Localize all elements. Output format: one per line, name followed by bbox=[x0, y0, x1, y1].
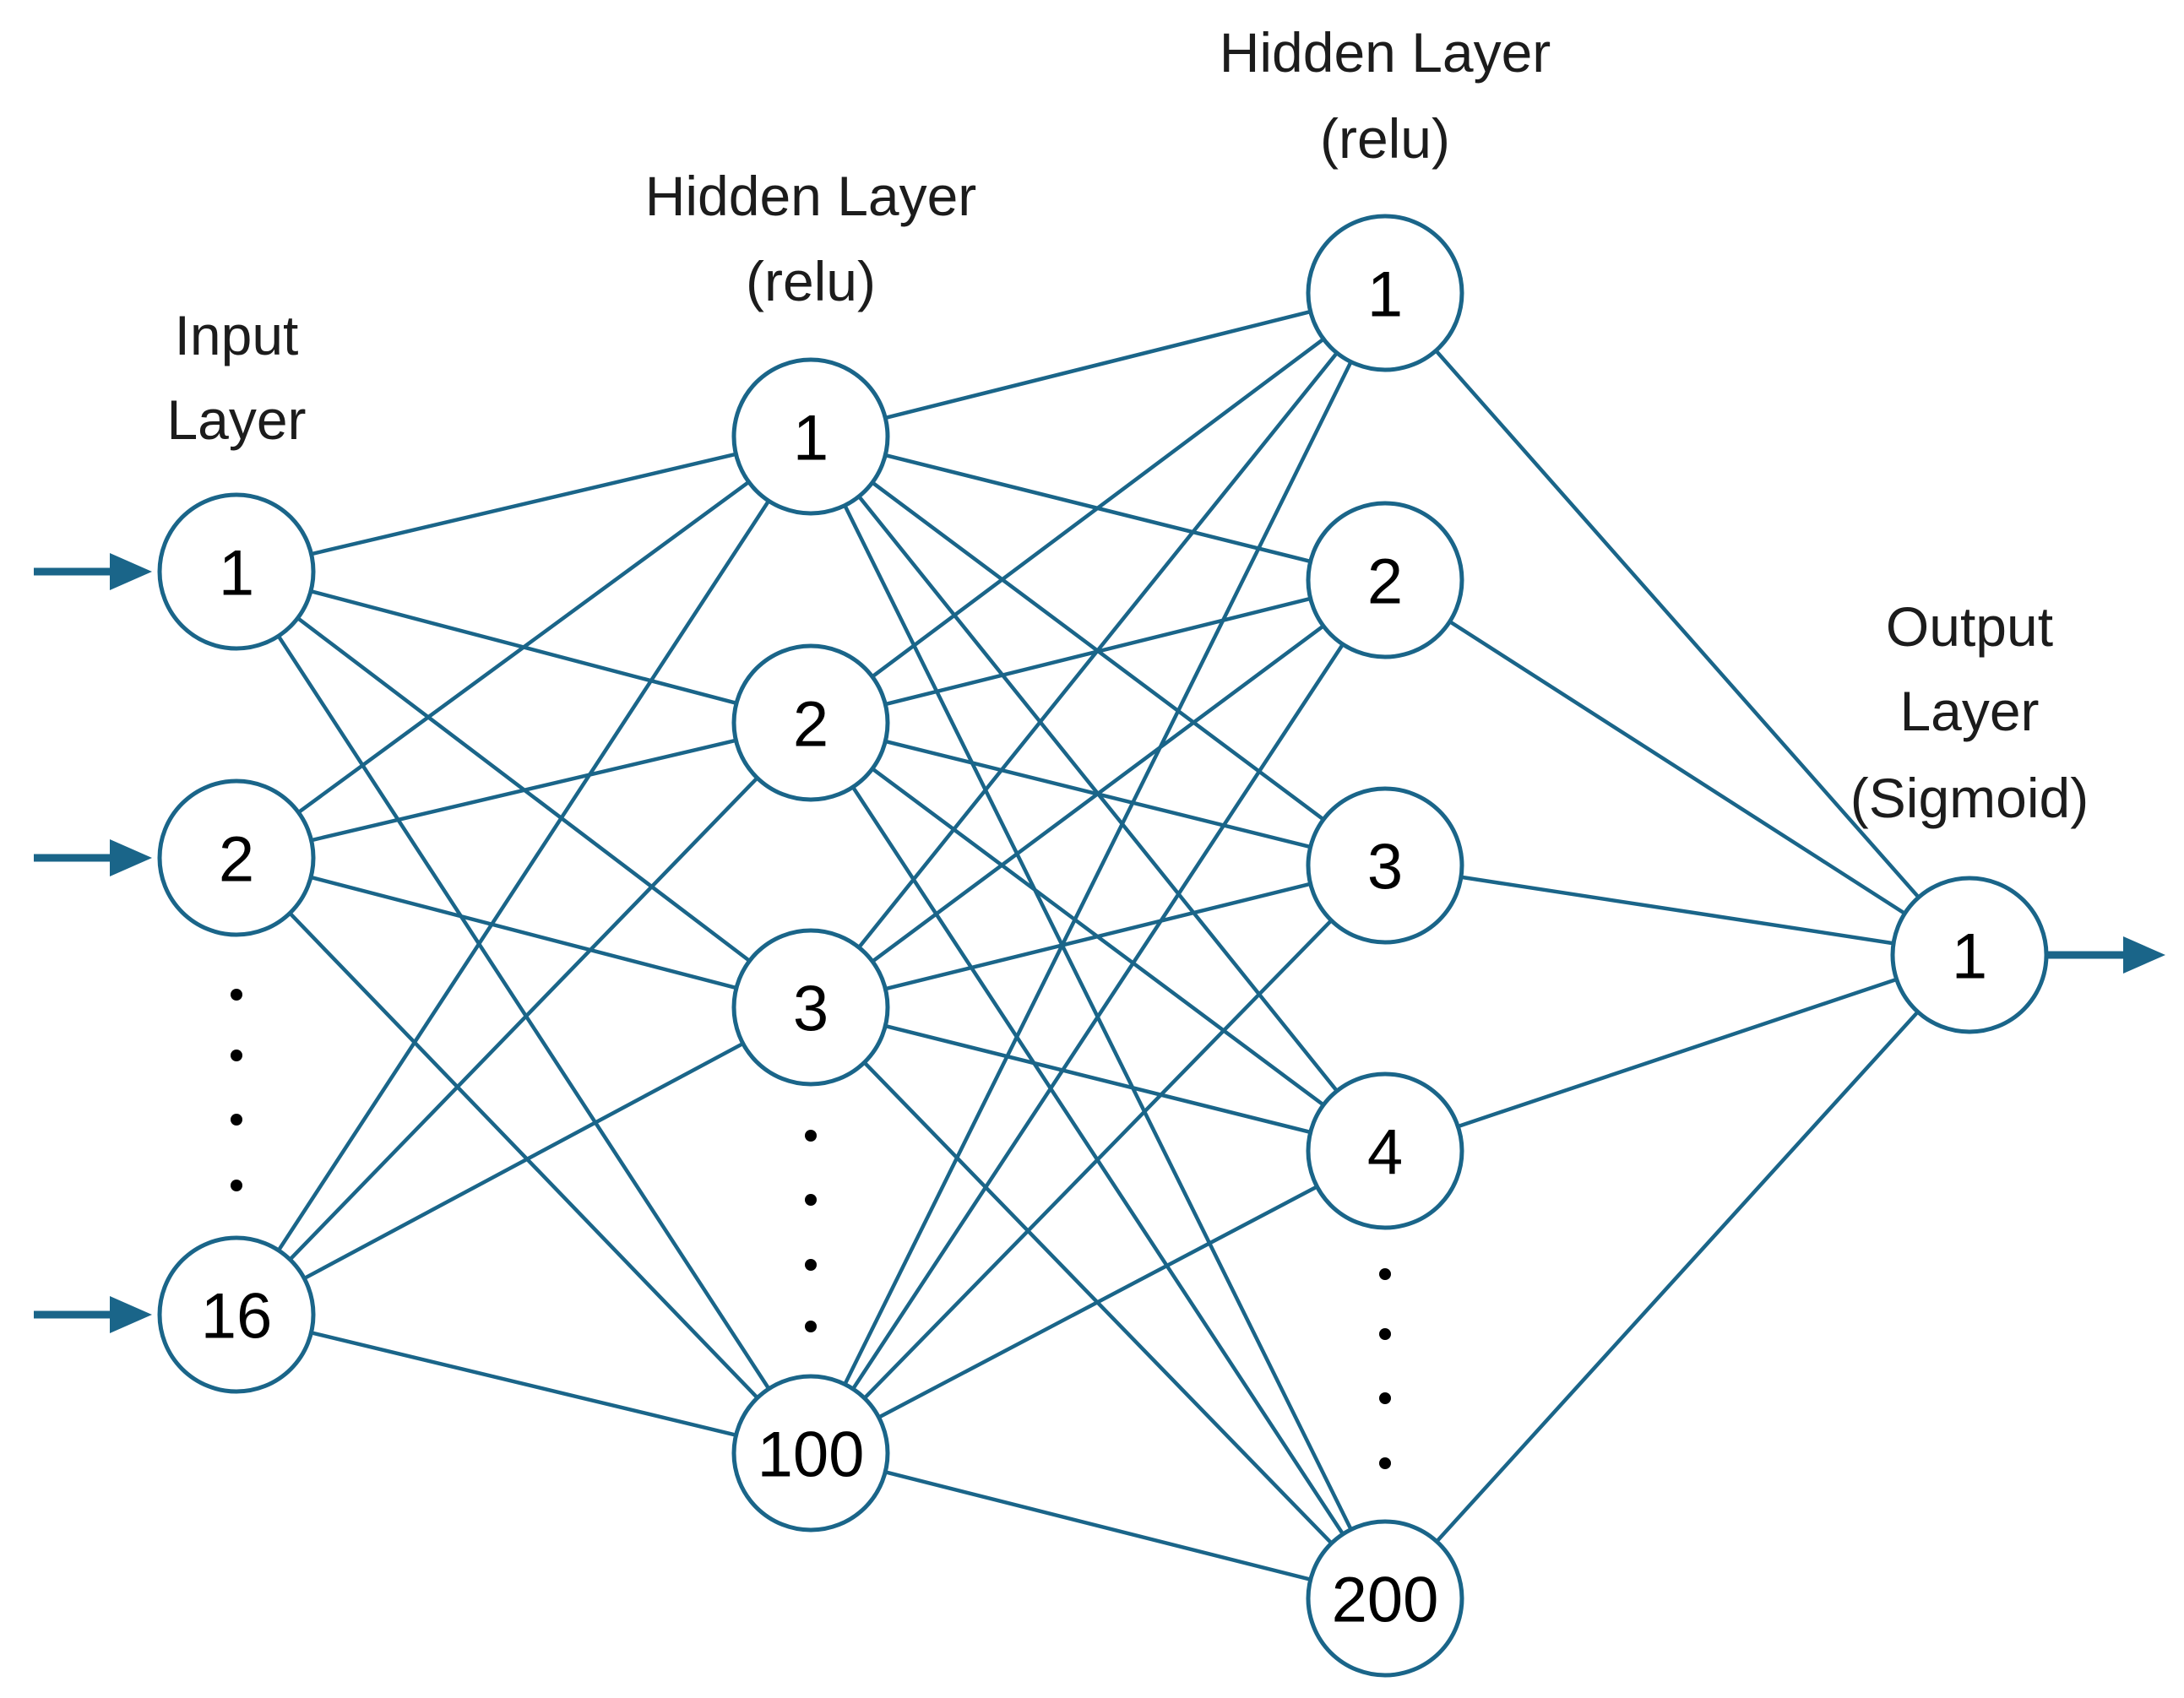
edge-hidden1-2-to-hidden2-1 bbox=[871, 337, 1325, 679]
neuron-label: 200 bbox=[1332, 1565, 1439, 1636]
connections bbox=[276, 309, 1921, 1581]
ellipsis-dot bbox=[805, 1194, 817, 1206]
edge-input-2-to-hidden1-1 bbox=[297, 480, 750, 814]
edge-hidden2-4-to-output-1 bbox=[1457, 977, 1898, 1129]
input-arrow-icon bbox=[34, 553, 152, 590]
edge-hidden2-1-to-output-1 bbox=[1434, 349, 1921, 899]
layer-title-line: Hidden Layer bbox=[1220, 21, 1551, 84]
neuron-label: 3 bbox=[1367, 832, 1403, 903]
edge-hidden2-2-to-output-1 bbox=[1448, 620, 1906, 915]
neuron-label: 1 bbox=[1367, 259, 1403, 331]
edge-hidden1-3-to-hidden2-4 bbox=[884, 1023, 1312, 1135]
neuron-label: 100 bbox=[758, 1419, 865, 1491]
neuron-label: 16 bbox=[201, 1281, 273, 1353]
io-arrows bbox=[34, 553, 2165, 1333]
edge-input-2-to-hidden1-3 bbox=[310, 875, 737, 990]
ellipsis-dot bbox=[805, 1259, 817, 1271]
edge-input-3-to-hidden1-2 bbox=[288, 776, 759, 1261]
edge-hidden2-3-to-output-1 bbox=[1460, 875, 1894, 946]
ellipsis-dot bbox=[231, 989, 242, 1001]
edge-input-3-to-hidden1-4 bbox=[310, 1331, 737, 1437]
neuron-hidden1-4: 100 bbox=[731, 1374, 890, 1533]
layer-title-line: Layer bbox=[166, 388, 306, 451]
neuron-input-1: 1 bbox=[157, 492, 316, 651]
edge-hidden1-4-to-hidden2-1 bbox=[843, 361, 1353, 1386]
ellipsis-dot bbox=[1379, 1268, 1391, 1280]
neurons: 1 2 16 1 2 3 100 1 2 3 4 200 1 bbox=[157, 214, 2049, 1678]
layer-title-hidden2: Hidden Layer (relu) bbox=[1220, 21, 1551, 170]
edge-hidden1-3-to-hidden2-3 bbox=[884, 882, 1312, 991]
neuron-hidden2-2: 2 bbox=[1306, 501, 1464, 659]
ellipsis-dot bbox=[1379, 1457, 1391, 1469]
layer-title-line: Hidden Layer bbox=[645, 165, 977, 227]
neuron-input-3: 16 bbox=[157, 1235, 316, 1394]
ellipsis-dot bbox=[805, 1130, 817, 1142]
edge-hidden1-4-to-hidden2-4 bbox=[877, 1185, 1318, 1419]
layer-title-line: (Sigmoid) bbox=[1850, 767, 2089, 829]
edge-input-3-to-hidden1-3 bbox=[303, 1041, 744, 1281]
neuron-label: 1 bbox=[793, 403, 829, 475]
ellipsis-dot bbox=[231, 1050, 242, 1061]
ellipsis-dots bbox=[231, 989, 1391, 1469]
edge-hidden1-4-to-hidden2-5 bbox=[884, 1470, 1312, 1581]
edge-hidden1-4-to-hidden2-2 bbox=[851, 643, 1345, 1391]
output-arrow-icon bbox=[2047, 936, 2165, 974]
neuron-label: 1 bbox=[219, 538, 254, 610]
edge-hidden1-3-to-hidden2-2 bbox=[871, 624, 1325, 963]
neuron-label: 2 bbox=[793, 689, 829, 761]
edge-hidden1-1-to-hidden2-1 bbox=[884, 309, 1312, 420]
layer-title-line: (relu) bbox=[1320, 107, 1450, 170]
edge-input-3-to-hidden1-1 bbox=[276, 499, 771, 1252]
layer-title-line: Input bbox=[175, 304, 299, 366]
layer-title-line: (relu) bbox=[746, 250, 876, 312]
ellipsis-dot bbox=[805, 1321, 817, 1332]
neuron-hidden2-4: 4 bbox=[1306, 1071, 1464, 1230]
neuron-label: 1 bbox=[1952, 921, 1987, 993]
neuron-hidden1-1: 1 bbox=[731, 357, 890, 516]
neuron-hidden1-2: 2 bbox=[731, 643, 890, 802]
neuron-label: 4 bbox=[1367, 1117, 1403, 1189]
neuron-output-1: 1 bbox=[1890, 876, 2049, 1034]
neuron-input-2: 2 bbox=[157, 778, 316, 937]
neuron-hidden1-3: 3 bbox=[731, 928, 890, 1087]
input-arrow-icon bbox=[34, 1296, 152, 1333]
edge-hidden1-4-to-hidden2-3 bbox=[862, 919, 1334, 1400]
neuron-hidden2-5: 200 bbox=[1306, 1519, 1464, 1678]
ellipsis-dot bbox=[1379, 1328, 1391, 1340]
neuron-label: 2 bbox=[1367, 546, 1403, 618]
neuron-label: 2 bbox=[219, 824, 254, 896]
edge-hidden1-3-to-hidden2-1 bbox=[857, 351, 1339, 949]
layer-title-hidden1: Hidden Layer (relu) bbox=[645, 165, 977, 312]
ellipsis-dot bbox=[1379, 1392, 1391, 1404]
input-arrow-icon bbox=[34, 839, 152, 876]
ellipsis-dot bbox=[231, 1180, 242, 1191]
ellipsis-dot bbox=[231, 1114, 242, 1126]
layer-title-line: Output bbox=[1886, 595, 2053, 658]
neuron-label: 3 bbox=[793, 974, 829, 1045]
neuron-hidden2-1: 1 bbox=[1306, 214, 1464, 372]
neuron-hidden2-3: 3 bbox=[1306, 786, 1464, 945]
edge-input-2-to-hidden1-2 bbox=[311, 738, 736, 843]
edge-input-1-to-hidden1-1 bbox=[311, 452, 736, 556]
edge-hidden2-5-to-output-1 bbox=[1435, 1010, 1920, 1543]
layer-title-line: Layer bbox=[1899, 680, 2039, 742]
edge-input-1-to-hidden1-4 bbox=[276, 635, 771, 1390]
edge-input-2-to-hidden1-4 bbox=[288, 911, 759, 1400]
